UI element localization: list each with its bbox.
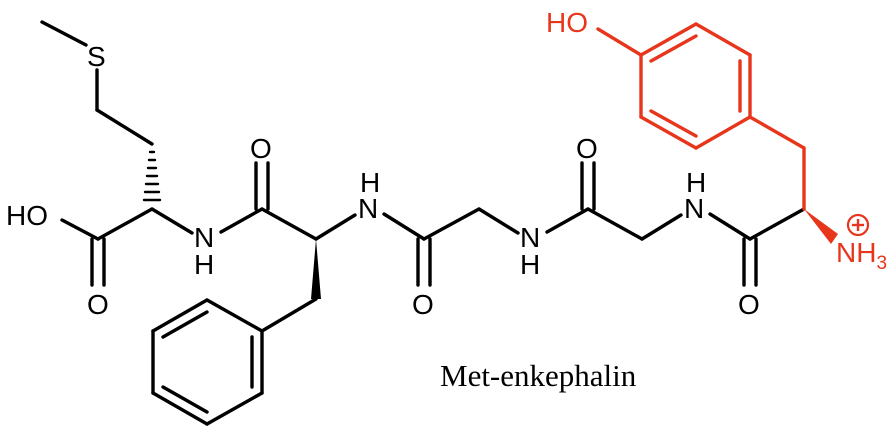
- ammonium-subscript: 3: [876, 253, 887, 274]
- carbonyl-o3-label: O: [412, 289, 434, 320]
- ammonium-label: NH3: [836, 237, 887, 274]
- carbonyl-3: [580, 161, 596, 211]
- amide-h1-label: H: [194, 249, 214, 280]
- positive-charge-icon: [846, 213, 870, 237]
- tyrosine-residue: [596, 22, 838, 244]
- carboxyl-o-label: O: [87, 289, 109, 320]
- carbonyl-o5-label: O: [738, 289, 760, 320]
- amide-n1-label: N: [194, 222, 214, 253]
- hashed-wedge-bond: [142, 150, 162, 202]
- phenyl-ring: [151, 298, 264, 426]
- amide-n3-label: N: [520, 222, 540, 253]
- amide-h3-label: H: [520, 249, 540, 280]
- sulfur-atom: S: [87, 41, 106, 72]
- amide-n4-label: N: [684, 193, 704, 224]
- solid-wedge-bond: [311, 239, 321, 299]
- carboxyl-oh-label: HO: [6, 200, 48, 231]
- carbonyl-1: [254, 161, 270, 211]
- carbonyl-o2-label: O: [250, 133, 272, 164]
- molecule-caption: Met-enkephalin: [440, 358, 637, 393]
- amine-solid-wedge: [804, 209, 838, 244]
- amide-h2-label: H: [360, 167, 380, 198]
- tyrosine-ring: [639, 22, 752, 150]
- amide-h4-label: H: [686, 167, 706, 198]
- ammonium-nh: NH: [836, 237, 876, 268]
- amide-n2-label: N: [358, 193, 378, 224]
- methionine-side-chain: [40, 20, 162, 202]
- carbonyl-o4-label: O: [576, 133, 598, 164]
- carbonyl-4: [742, 237, 758, 287]
- carboxyl-group: [60, 207, 154, 287]
- carbonyl-2: [416, 237, 432, 287]
- phenol-oh-label: HO: [546, 7, 588, 38]
